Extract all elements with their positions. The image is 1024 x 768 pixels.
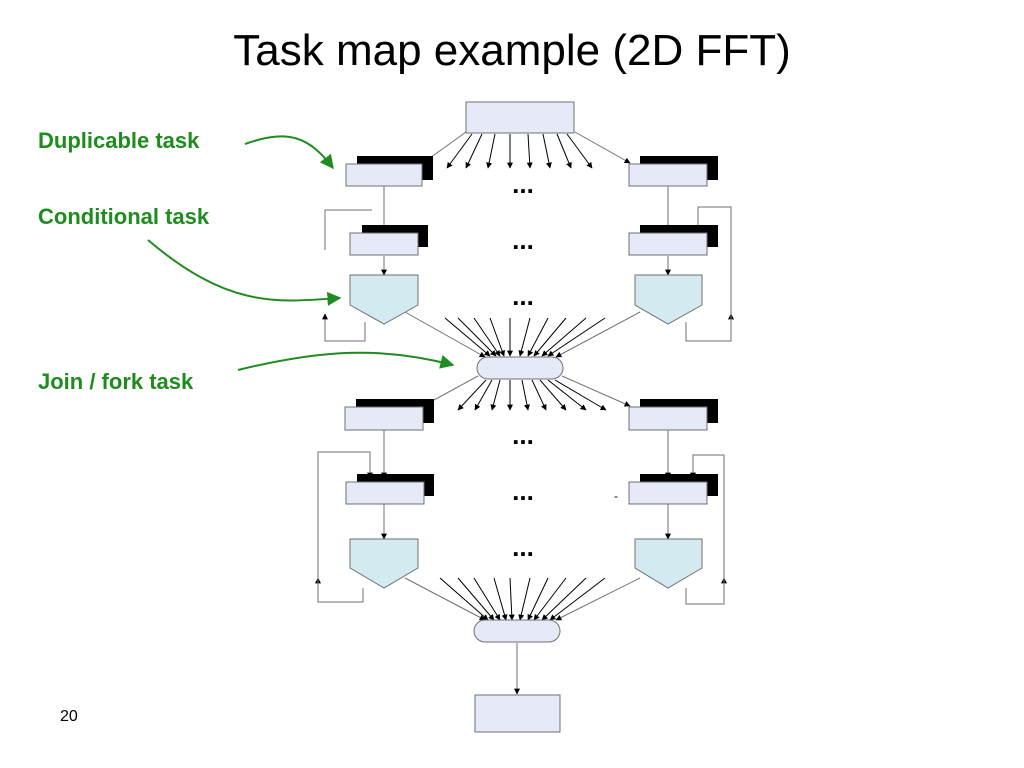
conditional-task-lower-right <box>634 538 703 589</box>
page-number: 20 <box>60 708 78 725</box>
join-fork-pointer-arrow <box>237 351 455 371</box>
label-join-fork-task: Join / fork task <box>38 369 194 394</box>
duplicable-task-lower-left-1 <box>344 399 434 431</box>
ellipsis-2: ... <box>512 225 534 255</box>
label-duplicable-task: Duplicable task <box>38 128 200 153</box>
duplicable-task-upper-left-1 <box>345 156 433 187</box>
ellipsis-4: ... <box>512 420 534 450</box>
slide-title: Task map example (2D FFT) <box>233 26 791 75</box>
duplicable-pointer-arrow <box>244 135 334 170</box>
ellipsis-6: ... <box>512 532 534 562</box>
conditional-pointer-arrow <box>147 239 342 306</box>
duplicable-task-upper-right-2 <box>628 225 718 256</box>
stray-dash-mark: - <box>614 489 618 503</box>
join-fork-task-lower <box>473 619 561 643</box>
duplicable-task-upper-left-2 <box>349 225 428 256</box>
start-task-box <box>465 101 575 134</box>
ellipsis-3: ... <box>512 281 534 311</box>
ellipsis-5: ... <box>512 476 534 506</box>
duplicable-task-upper-right-1 <box>628 156 718 187</box>
conditional-task-upper-right <box>634 274 703 325</box>
duplicable-task-lower-right-2 <box>628 474 718 505</box>
label-conditional-task: Conditional task <box>38 204 210 229</box>
duplicable-task-lower-left-2 <box>345 474 434 505</box>
conditional-task-upper-left <box>349 274 419 325</box>
join-fork-task-middle <box>476 356 564 380</box>
ellipsis-1: ... <box>512 169 534 199</box>
annotation-arrows <box>147 135 455 371</box>
duplicable-task-lower-right-1 <box>628 399 718 431</box>
conditional-task-lower-left <box>349 538 419 589</box>
fan-arrows <box>439 133 607 621</box>
end-task-box <box>474 694 561 733</box>
